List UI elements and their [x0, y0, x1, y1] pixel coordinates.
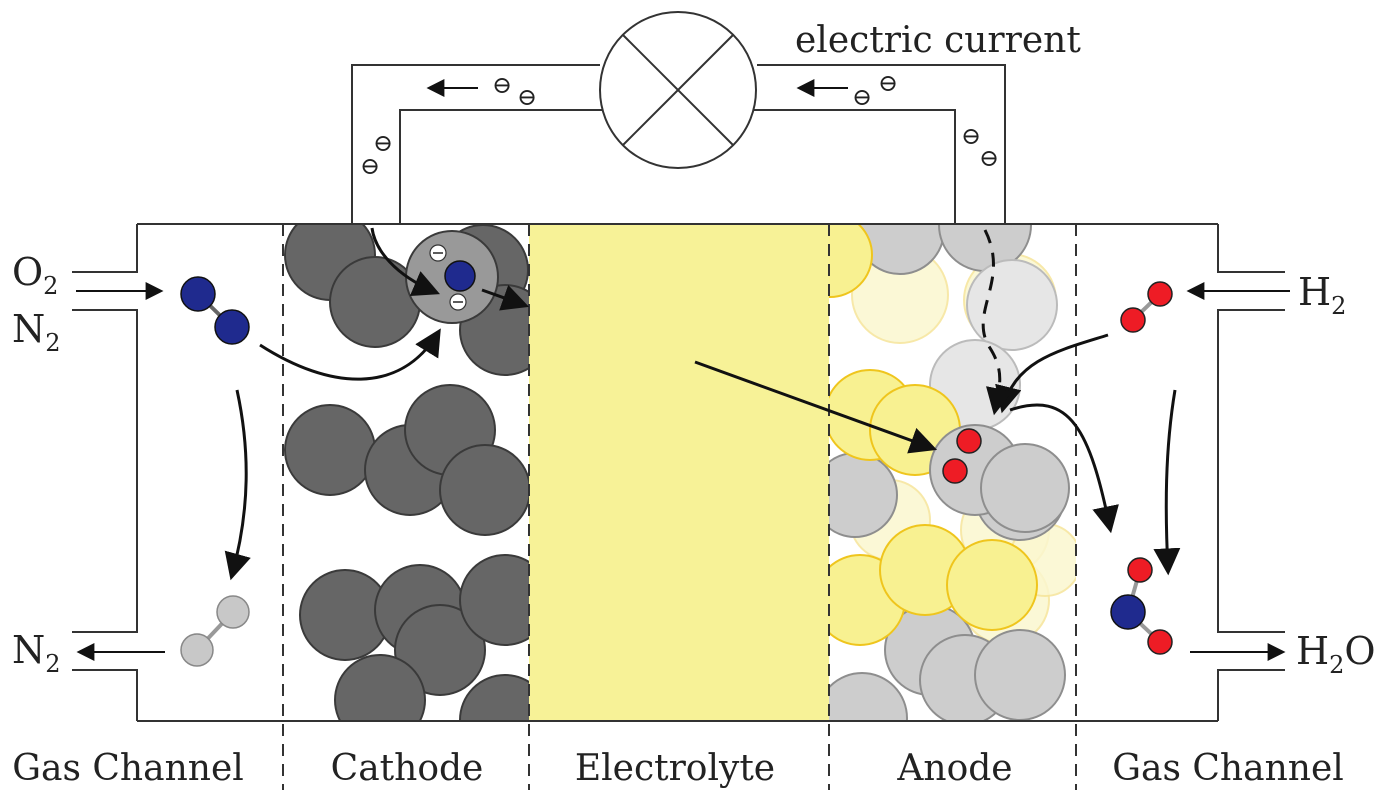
electron-icon: ⊖	[878, 69, 898, 97]
cathode-particles	[284, 224, 529, 721]
nitrogen-molecule-outlet	[180, 595, 250, 667]
cathode-reaction-site	[405, 230, 499, 324]
electron-path-arrow	[981, 229, 1013, 416]
zone-label-gas-channel-right: Gas Channel	[1112, 748, 1344, 789]
h2-inlet-label: H2	[1298, 270, 1346, 320]
oxygen-molecule-inlet	[180, 276, 250, 345]
n2-inlet-label: N2	[12, 307, 61, 357]
zone-label-electrolyte: Electrolyte	[575, 748, 775, 789]
zone-label-anode: Anode	[896, 748, 1012, 789]
electron-icon: ⊖	[373, 129, 393, 157]
external-circuit	[351, 64, 1006, 224]
n2-outlet-label: N2	[12, 628, 61, 678]
electron-icon: ⊖	[979, 144, 999, 172]
zone-label-cathode: Cathode	[331, 748, 484, 789]
electron-icon: ⊖	[961, 122, 981, 150]
hydrogen-molecule-inlet	[1120, 281, 1173, 333]
anode-reaction-site	[929, 424, 1070, 533]
electron-symbols: ⊖ ⊖ ⊖ ⊖ ⊖ ⊖ ⊖ ⊖	[360, 69, 999, 180]
electron-icon: ⊖	[492, 71, 512, 99]
zone-labels: Gas Channel Cathode Electrolyte Anode Ga…	[12, 748, 1344, 789]
electron-icon: ⊖	[360, 152, 380, 180]
water-molecule-outlet	[1110, 557, 1173, 655]
cell-outline	[72, 223, 1285, 722]
electric-current-label: electric current	[795, 20, 1081, 61]
electron-icon: ⊖	[852, 83, 872, 111]
inlet-outlet-arrows	[76, 282, 1290, 661]
electrolyte-region	[529, 224, 829, 721]
h2o-outlet-label: H2O	[1296, 629, 1376, 679]
zone-label-gas-channel-left: Gas Channel	[12, 748, 244, 789]
o2-inlet-label: O2	[12, 250, 58, 300]
zone-dividers	[282, 224, 1077, 790]
electron-icon: ⊖	[517, 83, 537, 111]
lamp-icon	[599, 11, 757, 169]
